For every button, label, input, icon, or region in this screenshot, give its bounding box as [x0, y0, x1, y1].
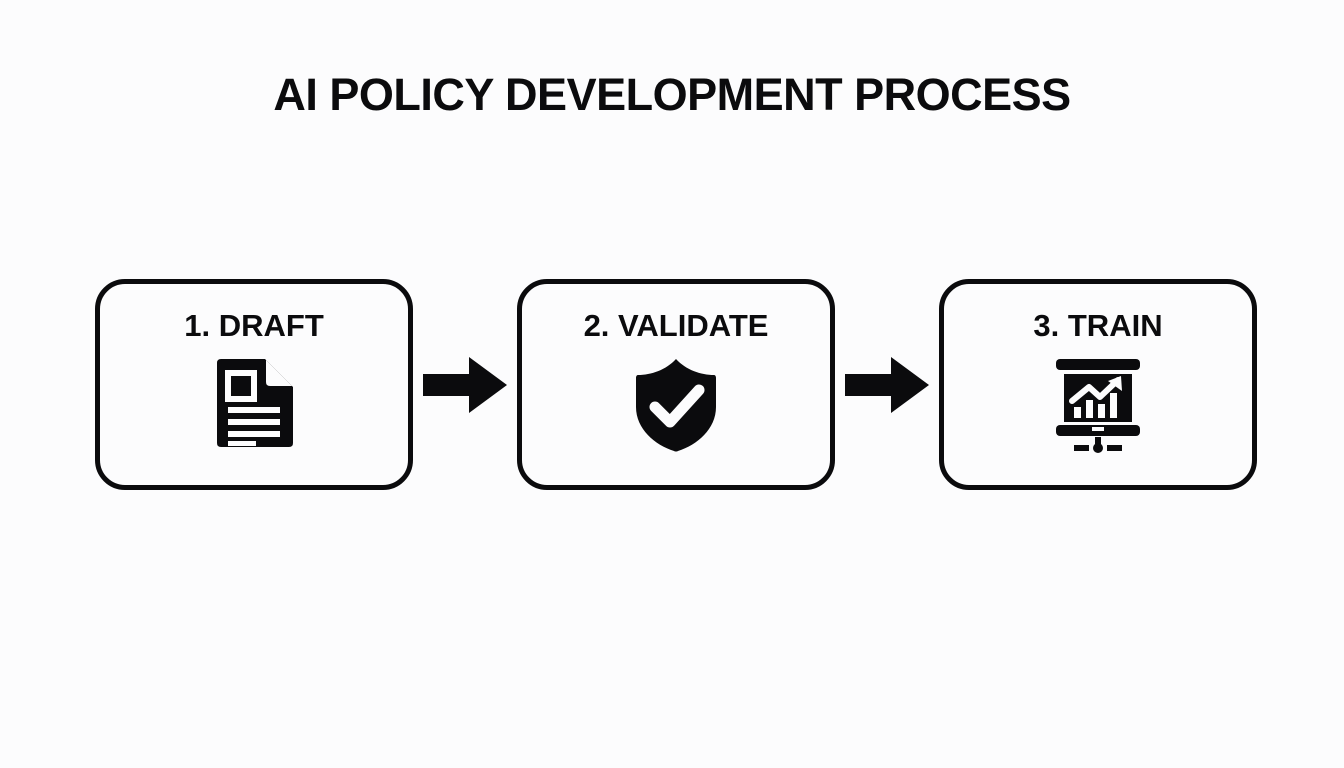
step-label: 2. VALIDATE: [583, 308, 769, 343]
page-title: AI POLICY DEVELOPMENT PROCESS: [273, 69, 1071, 120]
step-label: 1. DRAFT: [184, 308, 324, 343]
step-label: 3. TRAIN: [1033, 308, 1163, 343]
arrow-right-icon: [423, 355, 507, 415]
shield-check-icon: [628, 357, 724, 461]
process-step-card-draft[interactable]: 1. DRAFT: [95, 279, 413, 490]
process-step-card-train[interactable]: 3. TRAIN: [939, 279, 1257, 490]
process-flow-diagram: 1. DRAFT: [95, 279, 1257, 490]
arrow-right-icon: [845, 355, 929, 415]
process-step-card-validate[interactable]: 2. VALIDATE: [517, 279, 835, 490]
presentation-chart-icon: [1050, 357, 1146, 461]
document-icon: [206, 357, 302, 461]
